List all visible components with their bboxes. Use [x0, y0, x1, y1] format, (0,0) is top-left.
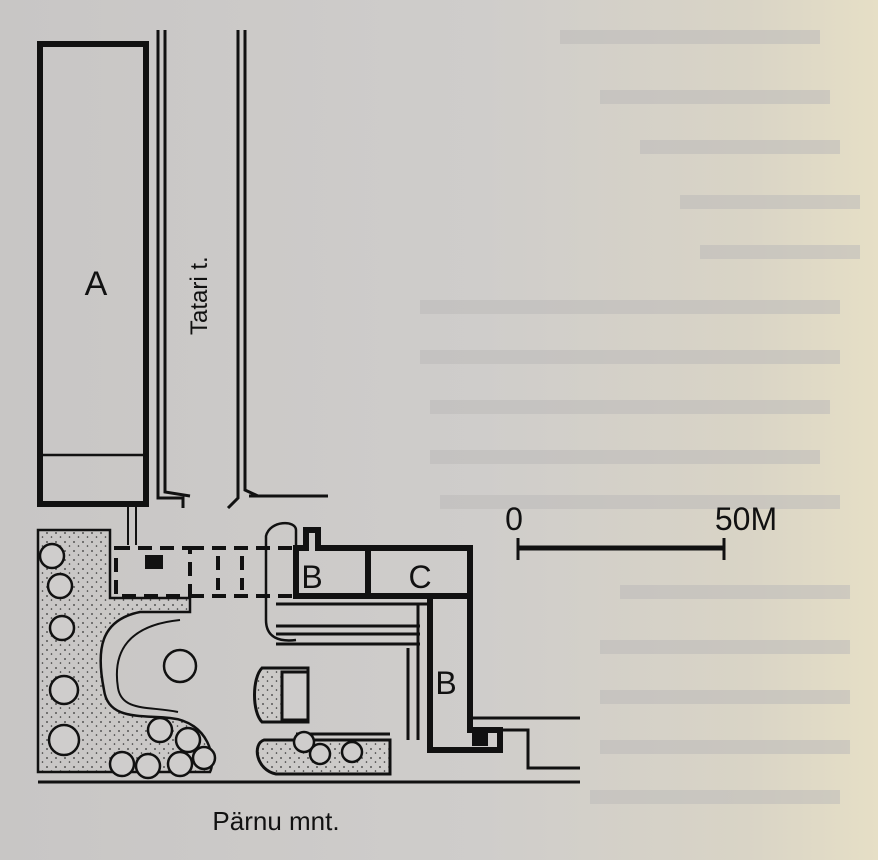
- passage-connector: [127, 505, 137, 545]
- scale-bar: [516, 538, 726, 560]
- front-steps: [470, 716, 580, 770]
- bleed-through-text: [420, 30, 860, 804]
- park-area: [36, 528, 214, 774]
- planter-trees: [292, 730, 364, 766]
- park-trees: [38, 542, 217, 780]
- dashed-passage: [114, 546, 296, 598]
- building-a: [37, 41, 149, 507]
- parnu-road-label: Pärnu mnt.: [212, 806, 339, 836]
- scale-end-label: 50M: [715, 501, 777, 537]
- building-a-label: A: [85, 265, 108, 303]
- building-b-upper-label: B: [301, 559, 322, 595]
- plaza-outline: [264, 522, 298, 642]
- planter-left: [253, 666, 310, 724]
- park-footpath: [115, 619, 181, 713]
- tatari-street-label: Tatari t.: [186, 256, 213, 335]
- building-complex-bc: [293, 527, 503, 753]
- tatari-street: [156, 30, 328, 510]
- building-c-label: C: [408, 559, 431, 595]
- scale-start-label: 0: [505, 501, 523, 537]
- colonnade: [276, 602, 430, 740]
- passage-marker: [145, 555, 163, 569]
- corner-block: [472, 730, 488, 746]
- building-b-lower-label: B: [435, 665, 456, 701]
